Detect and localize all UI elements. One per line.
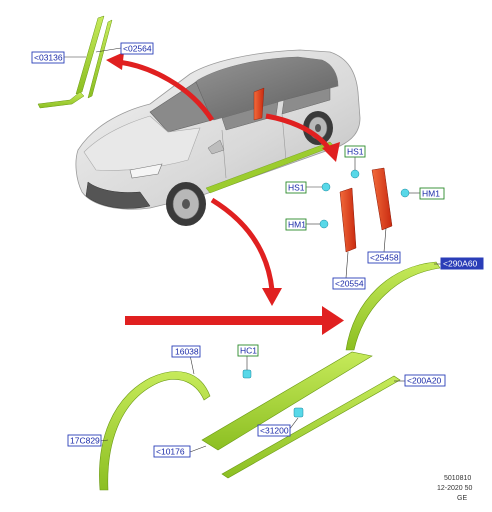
callout-16038: 16038: [171, 345, 201, 358]
clip-31200: [293, 407, 304, 418]
reference-number: 5010810: [444, 475, 471, 482]
callout-31200: <31200: [257, 424, 291, 437]
front-wheel-arch-moulding: [99, 371, 211, 491]
callout-hc1: HC1: [237, 344, 259, 357]
callout-03136-text: <03136: [34, 53, 63, 63]
diagram-reference: 5010810 12-2020 50 GE: [437, 475, 473, 502]
applique-front: [339, 187, 357, 253]
pillar-moulding-strip: [37, 15, 113, 109]
callout-10176: <10176: [153, 445, 191, 458]
callout-hc1-text: HC1: [240, 346, 257, 356]
clip-hm1-left: [319, 219, 329, 229]
front-wheel: [166, 182, 206, 226]
clip-hs1-top: [350, 169, 360, 179]
clips: [319, 169, 410, 229]
callout-20554-text: <20554: [335, 279, 364, 289]
arrow-upper-left-head: [106, 52, 124, 70]
callout-200a20-text: <200A20: [407, 376, 442, 386]
reference-date: 12-2020 50: [437, 485, 473, 492]
callout-03136: <03136: [31, 51, 65, 64]
callout-290a60: <290A60: [440, 257, 484, 270]
clip-hc1: [242, 369, 252, 379]
b-pillar-appliques: [339, 167, 393, 253]
reference-code: GE: [457, 495, 467, 502]
callout-17c829: 17C829: [67, 434, 102, 447]
clip-hm1-right: [400, 188, 410, 198]
callout-02564-text: <02564: [123, 44, 152, 54]
callout-31200-text: <31200: [260, 426, 289, 436]
clip-hs1-left: [321, 182, 331, 192]
applique-rear: [371, 167, 393, 231]
callout-20554: <20554: [332, 277, 366, 290]
arrow-right-head: [322, 142, 340, 162]
callout-hs1-left-text: HS1: [288, 183, 305, 193]
lower-mouldings: [99, 261, 441, 491]
arrow-horizontal-head: [322, 306, 344, 335]
callout-hs1-left: HS1: [285, 181, 307, 194]
callout-hm1-right-text: HM1: [422, 189, 440, 199]
callout-hm1-left: HM1: [285, 218, 307, 231]
rocker-panel-moulding: [201, 351, 373, 451]
car-illustration: [75, 49, 361, 226]
callout-hm1-right: HM1: [419, 187, 445, 200]
arrow-horizontal-shaft: [125, 316, 323, 325]
callout-290a60-text: <290A60: [443, 259, 478, 269]
arrows: [106, 52, 344, 335]
callout-25458-text: <25458: [370, 253, 399, 263]
callout-200a20: <200A20: [404, 374, 446, 387]
arrow-down: [210, 197, 275, 291]
sill-lower-strip: [221, 375, 401, 479]
callout-16038-text: 16038: [175, 347, 199, 357]
callout-25458: <25458: [367, 251, 401, 264]
callout-02564: <02564: [120, 42, 154, 55]
callout-hs1-top-text: HS1: [347, 147, 364, 157]
callout-hs1-top: HS1: [344, 145, 366, 158]
arrow-upper-left: [117, 59, 215, 122]
callout-10176-text: <10176: [156, 447, 185, 457]
rear-wheel-arch-moulding: [345, 261, 441, 351]
callout-hm1-left-text: HM1: [288, 220, 306, 230]
arrow-down-head: [262, 288, 282, 306]
callout-17c829-text: 17C829: [70, 436, 100, 446]
arrow-right: [265, 113, 333, 152]
rear-wheel: [303, 111, 333, 145]
